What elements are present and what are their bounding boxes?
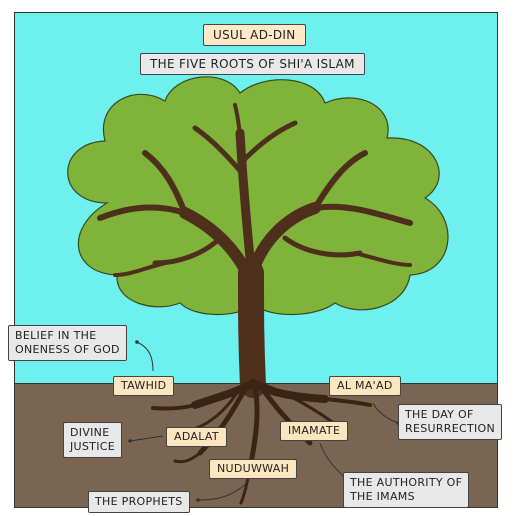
description-line: THE AUTHORITY OF xyxy=(350,476,463,489)
root-label-nuduwwah: NUDUWWAH xyxy=(209,459,298,479)
description-line: JUSTICE xyxy=(70,440,115,453)
description-tawhid: BELIEF IN THE ONENESS OF GOD xyxy=(8,325,127,361)
description-line: THE DAY OF xyxy=(405,408,474,421)
root-label-tawhid: TAWHID xyxy=(113,376,175,396)
connector-lines xyxy=(129,341,399,501)
tree-trunk xyxy=(97,103,413,398)
description-al-maad: THE DAY OF RESURRECTION xyxy=(398,404,502,440)
diagram-frame xyxy=(14,12,498,508)
description-line: ONENESS OF GOD xyxy=(15,343,120,356)
description-line: DIVINE xyxy=(70,426,110,439)
connector-imamate xyxy=(319,442,346,479)
connector-nuduwwah xyxy=(197,482,248,501)
root-label-al-maad: AL MA'AD xyxy=(329,376,401,396)
description-line: THE PROPHETS xyxy=(95,495,183,508)
description-line: RESURRECTION xyxy=(405,422,495,435)
connector-almaad xyxy=(372,402,399,424)
connector-adalat xyxy=(129,435,164,442)
description-adalat: DIVINE JUSTICE xyxy=(63,422,122,458)
description-nuduwwah: THE PROPHETS xyxy=(88,491,190,513)
root-label-imamate: IMAMATE xyxy=(280,421,349,441)
description-line: BELIEF IN THE xyxy=(15,329,97,342)
root-label-adalat: ADALAT xyxy=(166,427,227,447)
description-line: THE IMAMS xyxy=(350,490,415,503)
description-imamate: THE AUTHORITY OF THE IMAMS xyxy=(343,472,470,508)
tree-illustration xyxy=(67,76,449,505)
subtitle: THE FIVE ROOTS OF SHI'A ISLAM xyxy=(140,53,365,75)
connector-tawhid xyxy=(136,341,154,372)
main-title: USUL AD-DIN xyxy=(203,24,306,46)
